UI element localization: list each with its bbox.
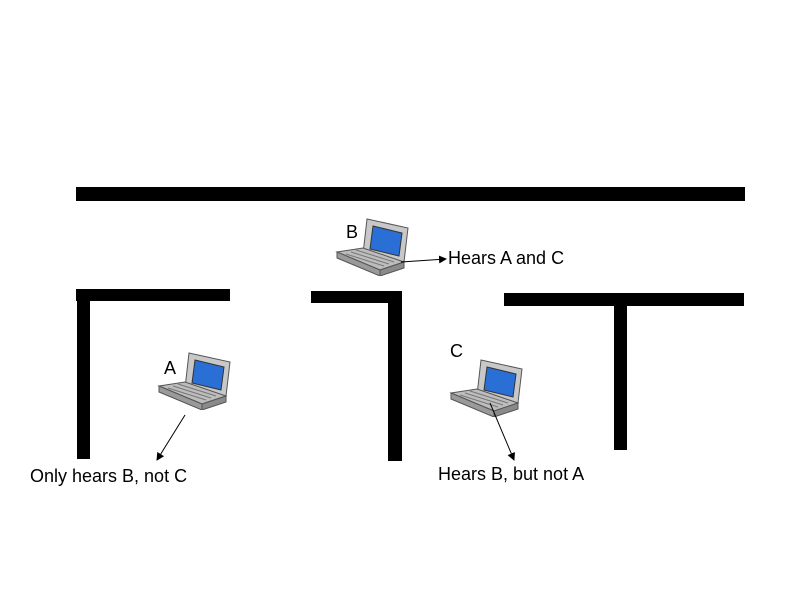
- left-room-top-wall: [76, 289, 230, 301]
- laptop-icon: [449, 359, 523, 418]
- caption-b: Hears A and C: [448, 248, 565, 268]
- middle-room-top-wall: [311, 291, 402, 303]
- arrow-c-to-caption: [489, 402, 515, 461]
- caption-c: Hears B, but not A: [438, 464, 585, 484]
- arrow-b-to-caption: [400, 255, 447, 264]
- laptop-c: [448, 359, 528, 418]
- arrow-a-to-caption: [156, 414, 186, 461]
- top-wall: [76, 187, 745, 201]
- middle-room-side-wall: [388, 291, 402, 461]
- right-room-divider-wall: [614, 293, 627, 450]
- node-label-c: C: [450, 341, 463, 361]
- laptop-a: [156, 352, 236, 411]
- left-room-side-wall: [77, 289, 90, 459]
- caption-a: Only hears B, not C: [30, 466, 188, 486]
- node-label-b: B: [346, 222, 359, 242]
- laptop-icon: [157, 352, 231, 411]
- node-label-a: A: [164, 358, 177, 378]
